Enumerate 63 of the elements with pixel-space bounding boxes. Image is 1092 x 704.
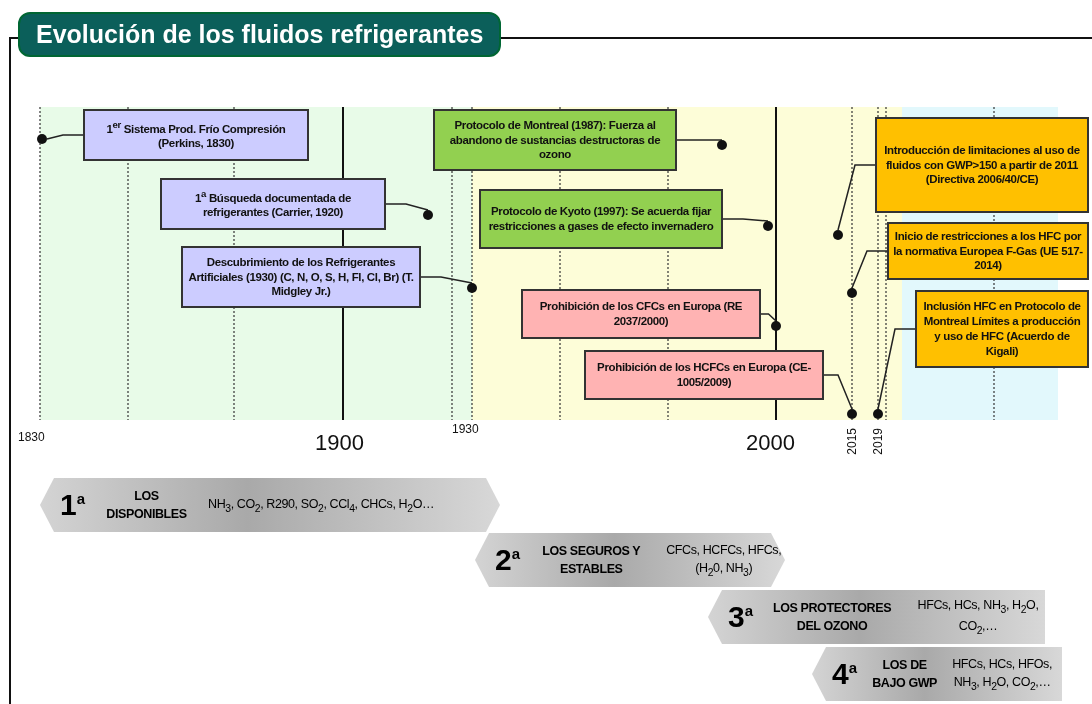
- leader-line: [851, 250, 888, 289]
- timeline-dot: [762, 220, 774, 232]
- generation-name: LOS PROTECTORES DEL OZONO: [772, 599, 893, 635]
- event-text: Protocolo de Montreal (1987): Fuerza al abandono de sustancias destructoras de ozono: [448, 117, 662, 163]
- event-text: Prohibición de los CFCs en Europa (RE 2037/2000): [538, 299, 744, 329]
- year-label: 1900: [315, 430, 364, 456]
- event-box: [433, 109, 677, 171]
- leader-line: [823, 374, 853, 410]
- generation-number: 2$^{a}$: [495, 543, 521, 577]
- leader-line: [837, 164, 876, 231]
- leader-line: [420, 276, 473, 284]
- event-box: [181, 246, 421, 308]
- timeline-dot: [716, 139, 728, 151]
- year-label: 2019: [871, 428, 885, 455]
- timeline-dot: [832, 229, 844, 241]
- year-label: 2000: [746, 430, 795, 456]
- event-text: 1$^{er}$ Sistema Prod. Frío Compresión (Perkins, 1830): [105, 118, 287, 152]
- generation-band: [708, 590, 1045, 644]
- event-box: [83, 109, 309, 161]
- year-label: 1930: [452, 422, 479, 436]
- event-text: Descubrimiento de los Refrigerantes Artificiales (1930) (C, N, O, S, H, Fl, Cl, Br) (T. Midgley Jr.): [187, 254, 415, 300]
- timeline-dot: [872, 408, 884, 420]
- generation-number: 1$^{a}$: [60, 488, 86, 522]
- event-box: [521, 289, 761, 339]
- leader-line: [877, 328, 916, 410]
- leader-line: [46, 134, 84, 140]
- event-box: [160, 178, 386, 230]
- event-text: Inclusión HFC en Protocolo de Montreal Límites a producción y uso de HFC (Acuerdo de Kigali): [922, 299, 1082, 359]
- refrigerant-list: HFCs, HCs, NH$_{3}$, H$_{2}$O, CO$_{2}$,…: [911, 596, 1045, 638]
- leader-line: [760, 313, 777, 322]
- event-box: [915, 290, 1089, 368]
- refrigerant-list: NH$_{3}$, CO$_{2}$, R290, SO$_{2}$, CCl$_{4}$, CHCs, H$_{2}$O…: [208, 494, 435, 516]
- refrigerant-list: HFCs, HCs, HFOs, NH$_{3}$, H$_{2}$O, CO$_{2}$,…: [942, 654, 1062, 694]
- generation-name: LOS DISPONIBLES: [105, 487, 188, 523]
- timeline-dot: [422, 209, 434, 221]
- generation-name: LOS SEGUROS Y ESTABLES: [541, 542, 642, 578]
- generation-band: [475, 533, 785, 587]
- leader-line: [676, 139, 723, 141]
- event-box: [887, 222, 1089, 280]
- timeline-dot: [36, 133, 48, 145]
- year-label: 2015: [845, 428, 859, 455]
- refrigerant-list: CFCs, HCFCs, HFCs, (H$_{2}$0, NH$_{3}$): [662, 540, 785, 580]
- generation-number: 3$^{a}$: [728, 600, 754, 634]
- title: Evolución de los fluidos refrigerantes: [18, 12, 502, 57]
- generation-name: LOS DE BAJO GWP: [871, 656, 939, 692]
- timeline-dot: [466, 282, 478, 294]
- timeline-dot: [770, 320, 782, 332]
- generation-number: 4$^{a}$: [832, 657, 858, 691]
- leader-line: [385, 203, 429, 211]
- year-label: 1830: [18, 430, 45, 444]
- generation-band: [40, 478, 500, 532]
- event-box: [479, 189, 723, 249]
- event-text: Protocolo de Kyoto (1997): Se acuerda fijar restricciones a gases de efecto invernadero: [487, 204, 715, 234]
- event-text: 1$^{a}$ Búsqueda documentada de refrigerantes (Carrier, 1920): [194, 187, 352, 221]
- event-box: [875, 117, 1089, 213]
- event-box: [584, 350, 824, 400]
- event-text: Introducción de limitaciones al uso de fluidos con GWP>150 a partir de 2011 (Directiva 2006/40/CE): [883, 142, 1081, 188]
- event-text: Inicio de restricciones a los HFC por la normativa Europea F-Gas (UE 517-2014): [893, 228, 1083, 274]
- timeline-dot: [846, 287, 858, 299]
- generation-band: [812, 647, 1062, 701]
- event-text: Prohibición de los HCFCs en Europa (CE-1005/2009): [596, 360, 812, 390]
- leader-line: [722, 218, 769, 222]
- timeline-dot: [846, 408, 858, 420]
